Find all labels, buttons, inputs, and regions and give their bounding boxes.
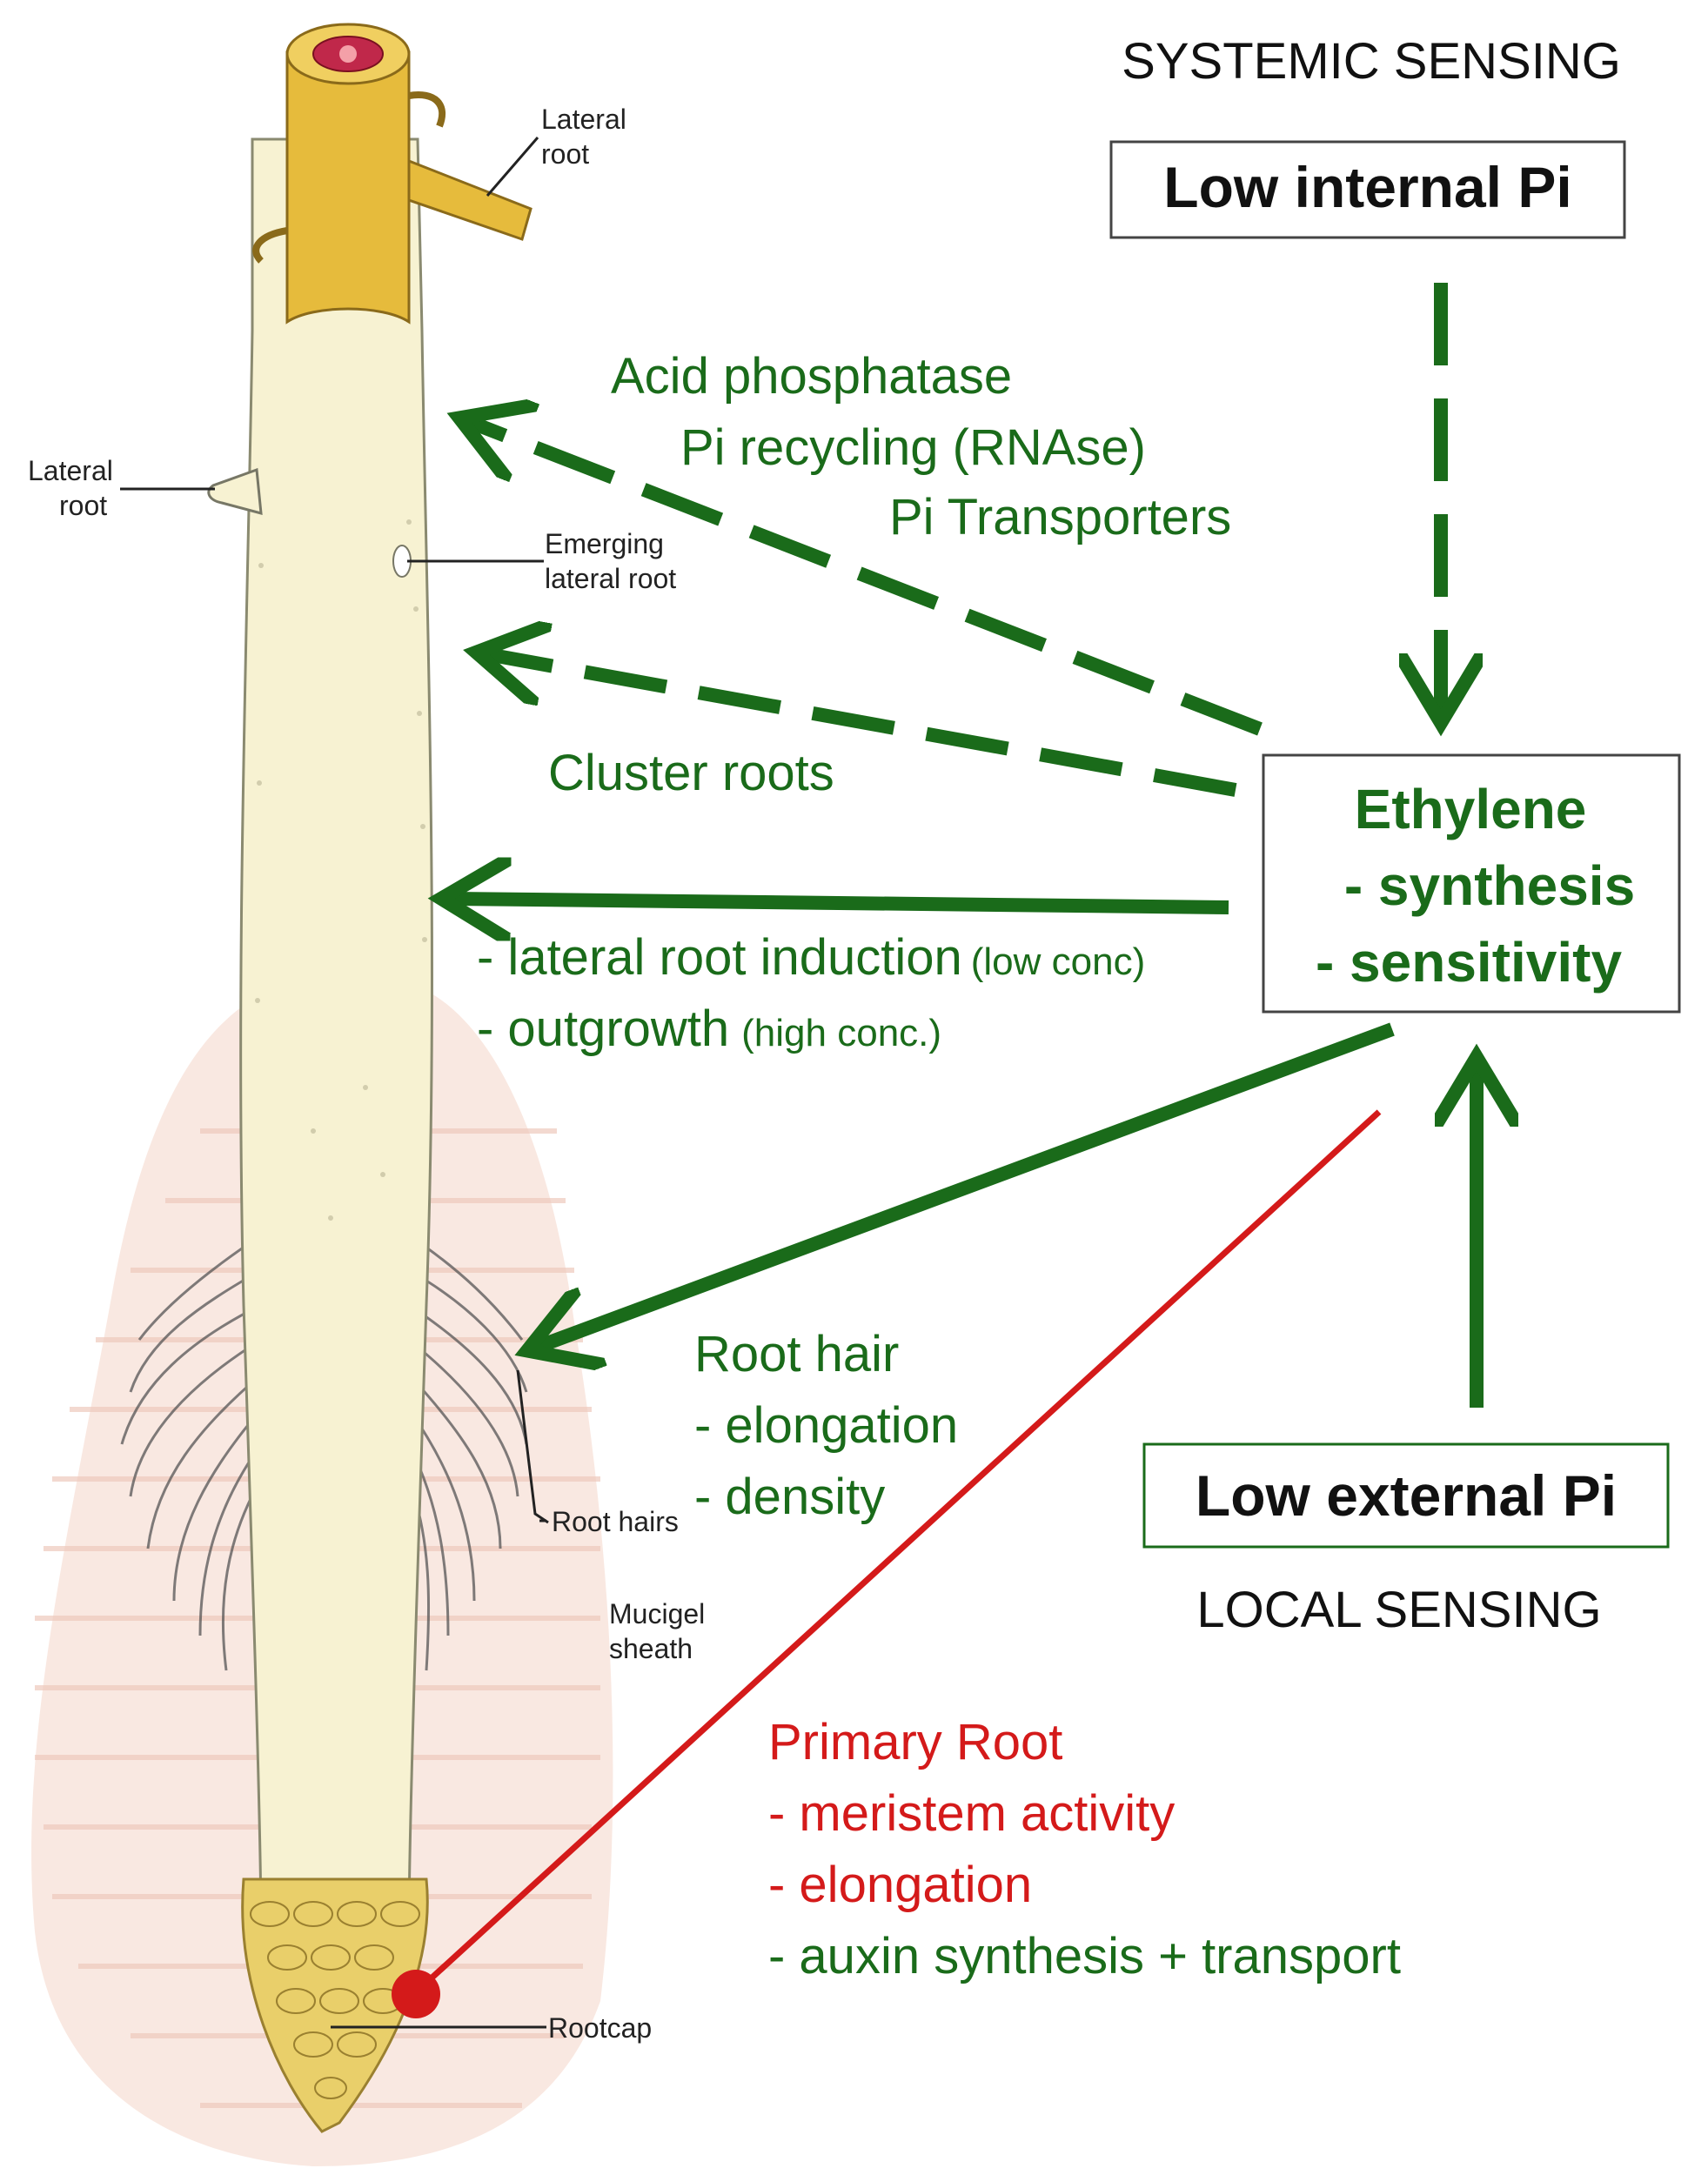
label-lateral-root-top-2: root [541,138,589,170]
label-lateral-root-left-2: root [59,490,107,521]
root-stipple [255,519,427,1221]
rootcap-cells [250,1901,420,2099]
lateral-root-ring-right [408,91,446,128]
root-body [239,137,433,2003]
label-rootcap: Rootcap [548,2012,652,2044]
arrows [413,283,1477,1995]
box-low-external-pi [1142,1442,1670,1549]
box-ethylene-line1: Ethylene [1355,778,1587,840]
box-low-external-pi-text: Low external Pi [1196,1463,1617,1528]
arrow-ethylene-to-root-hair [538,1022,1395,1347]
arrow-ethylene-to-cluster-roots [487,654,1237,797]
anatomy-leaders [120,137,549,2029]
label-mucigel-1: Mucigel [609,1598,705,1630]
text-outgrowth-main: - outgrowth [477,1000,729,1057]
label-emerging-2: lateral root [545,563,676,594]
box-low-internal-pi-text: Low internal Pi [1163,155,1571,219]
box-ethylene [1262,753,1681,1014]
label-lateral-root-top-1: Lateral [541,104,626,135]
text-pi-transporters: Pi Transporters [889,489,1231,545]
inhibition-line-primary-root [413,1109,1382,1995]
text-pi-recycling: Pi recycling (RNAse) [680,419,1146,476]
text-lateral-induction: - lateral root induction(low conc) [477,929,1145,986]
text-primary-elongation: - elongation [768,1857,1032,1913]
label-lateral-root-left-1: Lateral [28,455,113,486]
text-primary-auxin: - auxin synthesis + transport [768,1928,1401,1984]
arrow-ethylene-to-lateral-root [452,899,1229,907]
vascular-cylinder [285,50,411,325]
text-acid-phosphatase: Acid phosphatase [611,348,1012,405]
box-ethylene-line2: - synthesis [1344,854,1635,917]
text-outgrowth-note: (high conc.) [741,1012,941,1054]
lateral-root-left-bump [207,467,263,516]
root-hairs-cluster [120,1234,528,1671]
text-root-hair-elongation: - elongation [694,1397,958,1454]
label-mucigel-2: sheath [609,1633,693,1664]
text-root-hair-density: - density [694,1469,885,1525]
text-primary-meristem: - meristem activity [768,1785,1175,1842]
lateral-root-top-branch [407,158,532,241]
text-outgrowth: - outgrowth (high conc.) [477,1000,941,1057]
inhibition-dot [392,1970,440,2018]
box-ethylene-line3: - sensitivity [1316,931,1623,994]
lateral-root-ring-left [252,227,288,264]
box-low-internal-pi [1109,140,1626,239]
text-root-hair-title: Root hair [694,1326,899,1382]
text-lateral-induction-note: (low conc) [971,940,1146,983]
rootcap [241,1877,429,2133]
arrow-ethylene-to-acid-phosphatase [470,422,1263,736]
vascular-center [339,45,357,63]
local-sensing-heading: LOCAL SENSING [1196,1582,1601,1638]
label-root-hairs: Root hairs [552,1506,679,1537]
text-lateral-induction-main: - lateral root induction [477,929,962,986]
text-primary-root-title: Primary Root [768,1714,1062,1770]
label-emerging-1: Emerging [545,528,664,559]
text-cluster-roots: Cluster roots [548,745,834,801]
systemic-sensing-heading: SYSTEMIC SENSING [1122,33,1621,90]
